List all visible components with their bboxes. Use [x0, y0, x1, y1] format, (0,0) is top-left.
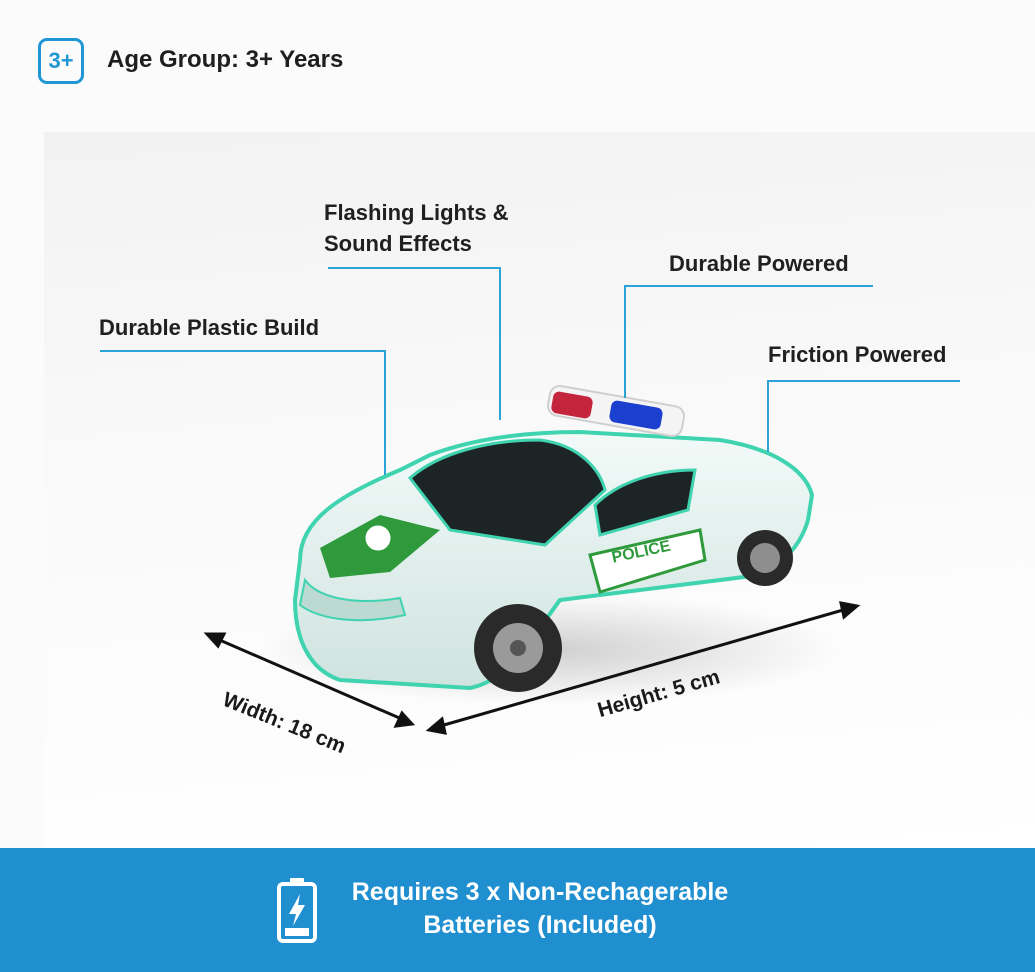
car-windshield	[407, 438, 607, 547]
feature-label-lights: Flashing Lights & Sound Effects	[324, 200, 509, 256]
leader-line-friction	[767, 380, 960, 452]
leader-line-durable-powered	[624, 285, 873, 398]
leader-line-lights	[328, 267, 501, 420]
car-siren-lightbar	[547, 385, 685, 437]
battery-info-banner	[0, 848, 1035, 972]
feature-label-friction: Friction Powered	[768, 342, 947, 367]
battery-charging-icon	[277, 878, 317, 943]
battery-info-line2: Batteries (Included)	[423, 911, 657, 939]
feature-label-plastic-build: Durable Plastic Build	[99, 315, 320, 340]
car-side-decal	[588, 528, 707, 594]
feature-label-durable-powered: Durable Powered	[669, 251, 849, 276]
age-group-label: Age Group: 3+ Years	[107, 46, 344, 73]
car-headlight	[298, 577, 407, 622]
car-side-window	[593, 468, 697, 537]
width-arrow	[214, 636, 405, 722]
battery-info-line1: Requires 3 x Non-Rechagerable	[351, 878, 729, 906]
age-badge: 3+	[38, 38, 84, 84]
toy-police-car: POLICE	[292, 385, 815, 692]
height-arrow	[436, 606, 851, 729]
leader-line-plastic-build	[100, 350, 386, 475]
car-badge-emblem	[362, 522, 394, 554]
battery-info-text: Requires 3 x Non-Rechagerable Batteries …	[330, 876, 750, 942]
